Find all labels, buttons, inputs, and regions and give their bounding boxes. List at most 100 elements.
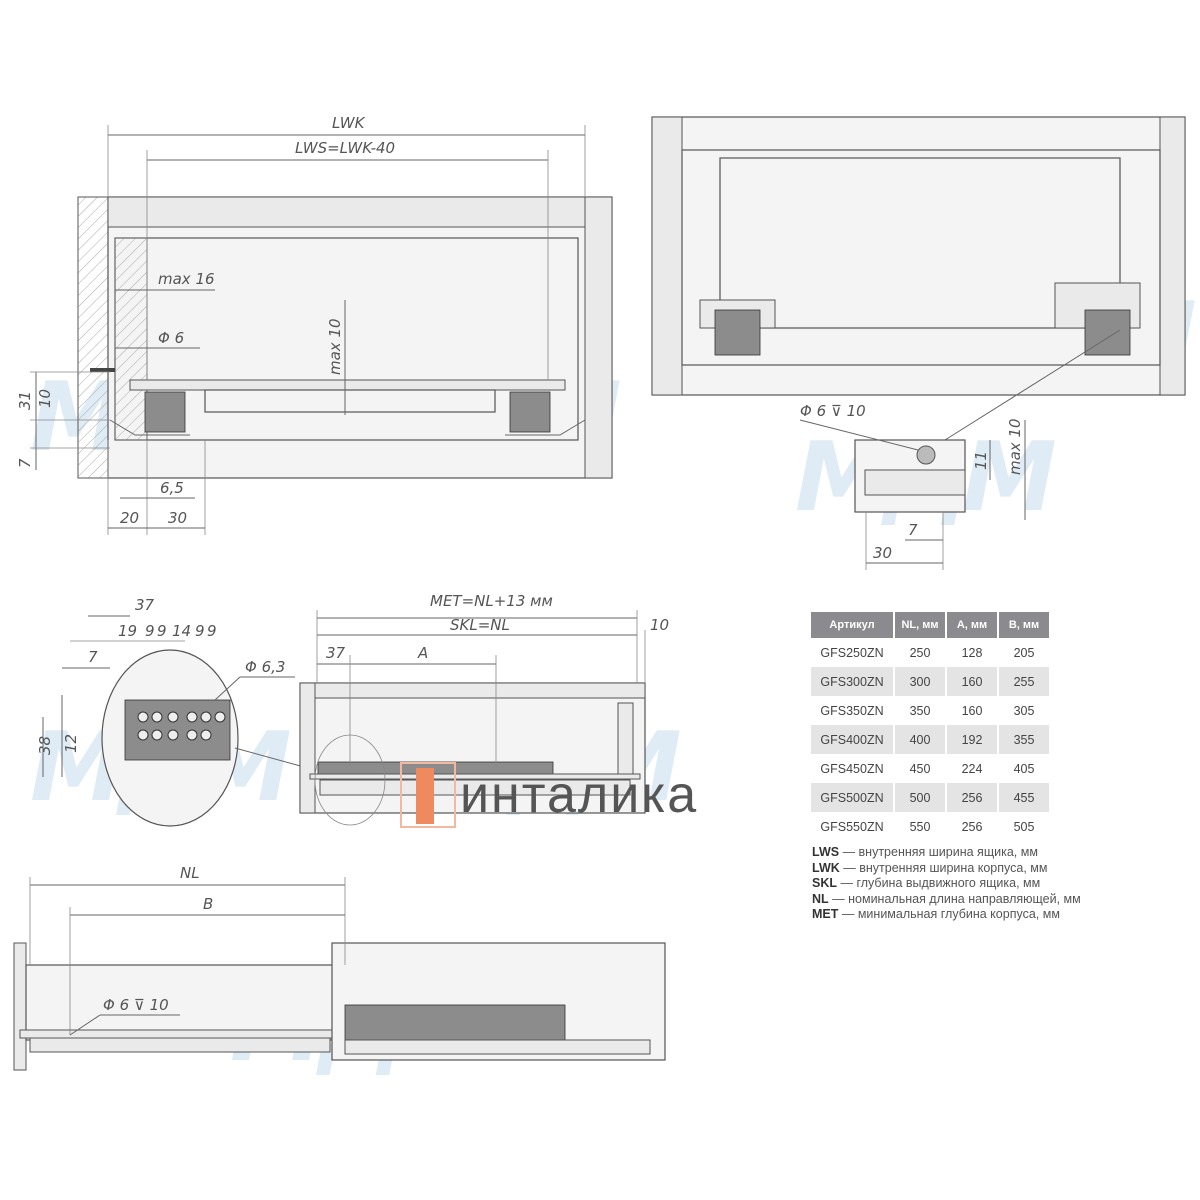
dim-phi6-3: Φ 6,3 — [245, 658, 285, 676]
dim-10: 10 — [36, 389, 54, 408]
table-cell: 300 — [894, 667, 947, 696]
dim-10-side: 10 — [650, 616, 669, 634]
side-view: MET=NL+13 мм SKL=NL 10 37 A — [299, 592, 669, 826]
table-cell: 205 — [998, 638, 1051, 667]
dim-19: 19 — [118, 622, 137, 640]
dim-37: 37 — [135, 596, 155, 614]
legend-item: MET — минимальная глубина корпуса, мм — [812, 907, 1081, 923]
legend-abbr: LWK — [812, 860, 840, 875]
dim-skl: SKL=NL — [450, 616, 510, 634]
table-cell: GFS500ZN — [811, 783, 895, 812]
legend-item: LWK — внутренняя ширина корпуса, мм — [812, 861, 1081, 877]
dim-9: 9 — [207, 622, 217, 640]
logo-text: инталика — [460, 766, 699, 824]
table-cell: 550 — [894, 812, 947, 841]
dim-nl: NL — [180, 864, 200, 882]
table-cell: 350 — [894, 696, 947, 725]
table-cell: 250 — [894, 638, 947, 667]
legend-item: NL — номинальная длина направляющей, мм — [812, 892, 1081, 908]
legend-text: — внутренняя ширина корпуса, мм — [839, 860, 1048, 875]
dim-20: 20 — [120, 509, 139, 527]
dim-a: A — [417, 644, 428, 662]
dim-9: 9 — [145, 622, 155, 640]
dim-12: 12 — [62, 734, 80, 753]
table-cell: 224 — [946, 754, 999, 783]
legend-abbr: SKL — [812, 876, 837, 890]
dim-38: 38 — [36, 736, 54, 755]
dim-9: 9 — [195, 622, 205, 640]
table-cell: GFS550ZN — [811, 812, 895, 841]
dim-30: 30 — [168, 509, 187, 527]
table-cell: 355 — [998, 725, 1051, 754]
dim-30-detail: 30 — [873, 544, 892, 562]
legend-text: — внутренняя ширина ящика, мм — [839, 845, 1038, 859]
dim-lws: LWS=LWK-40 — [295, 139, 395, 157]
dim-max16: max 16 — [158, 270, 215, 288]
table-cell: 192 — [946, 725, 999, 754]
dim-7-hole: 7 — [88, 648, 98, 666]
table-cell: 405 — [998, 754, 1051, 783]
dim-14: 14 — [172, 622, 191, 640]
table-header-row: Артикул NL, мм A, мм B, мм — [811, 612, 1051, 638]
table-cell: 256 — [946, 812, 999, 841]
legend-abbr: MET — [812, 907, 839, 921]
table-cell: 160 — [946, 667, 999, 696]
dim-b: B — [203, 895, 213, 913]
dim-37-side: 37 — [326, 644, 346, 662]
table-cell: GFS350ZN — [811, 696, 895, 725]
table-cell: 400 — [894, 725, 947, 754]
legend-abbr: LWS — [812, 845, 840, 859]
col-nl: NL, мм — [894, 612, 947, 638]
front-view: LWK LWS=LWK-40 max 16 Φ 6 max 10 31 10 7… — [16, 114, 613, 535]
dim-max10-detail: max 10 — [1006, 418, 1024, 475]
legend-text: — минимальная глубина корпуса, мм — [838, 907, 1060, 921]
col-article: Артикул — [811, 612, 895, 638]
table-cell: GFS400ZN — [811, 725, 895, 754]
dim-max10: max 10 — [326, 318, 344, 375]
intalika-logo: инталика — [400, 762, 698, 828]
table-cell: GFS450ZN — [811, 754, 895, 783]
dim-6-5: 6,5 — [160, 479, 184, 497]
hole-pattern-detail: 37 19 9 9 14 9 9 7 Φ 6,3 38 12 — [36, 596, 316, 827]
table-cell: GFS300ZN — [811, 667, 895, 696]
top-right-view: Φ 6 ⊽ 10 11 max 10 7 30 — [651, 116, 1186, 570]
dim-7-detail: 7 — [908, 521, 918, 539]
table-cell: GFS250ZN — [811, 638, 895, 667]
table-cell: 305 — [998, 696, 1051, 725]
col-b: B, мм — [998, 612, 1051, 638]
dim-lwk: LWK — [332, 114, 366, 132]
legend-text: — номинальная длина направляющей, мм — [828, 891, 1081, 906]
dim-hole-bottom: Φ 6 ⊽ 10 — [103, 996, 169, 1014]
table-cell: 455 — [998, 783, 1051, 812]
table-cell: 255 — [998, 667, 1051, 696]
table-cell: 160 — [946, 696, 999, 725]
dim-hole-phi6: Φ 6 ⊽ 10 — [800, 402, 866, 420]
dim-9: 9 — [157, 622, 167, 640]
table-cell: 500 — [894, 783, 947, 812]
dim-7: 7 — [16, 458, 34, 468]
dim-phi6: Φ 6 — [158, 329, 184, 347]
table-cell: 256 — [946, 783, 999, 812]
legend-item: LWS — внутренняя ширина ящика, мм — [812, 845, 1081, 861]
bottom-view: NL B Φ 6 ⊽ 10 — [13, 864, 666, 1071]
table-cell: 128 — [946, 638, 999, 667]
table-cell: 450 — [894, 754, 947, 783]
legend-abbr: NL — [812, 891, 829, 906]
legend-item: SKL — глубина выдвижного ящика, мм — [812, 876, 1081, 892]
legend-text: — глубина выдвижного ящика, мм — [837, 876, 1041, 890]
table-cell: 505 — [998, 812, 1051, 841]
dim-met: MET=NL+13 мм — [430, 592, 553, 610]
dim-31: 31 — [16, 391, 34, 410]
logo-mark — [400, 762, 456, 828]
col-a: A, мм — [946, 612, 999, 638]
